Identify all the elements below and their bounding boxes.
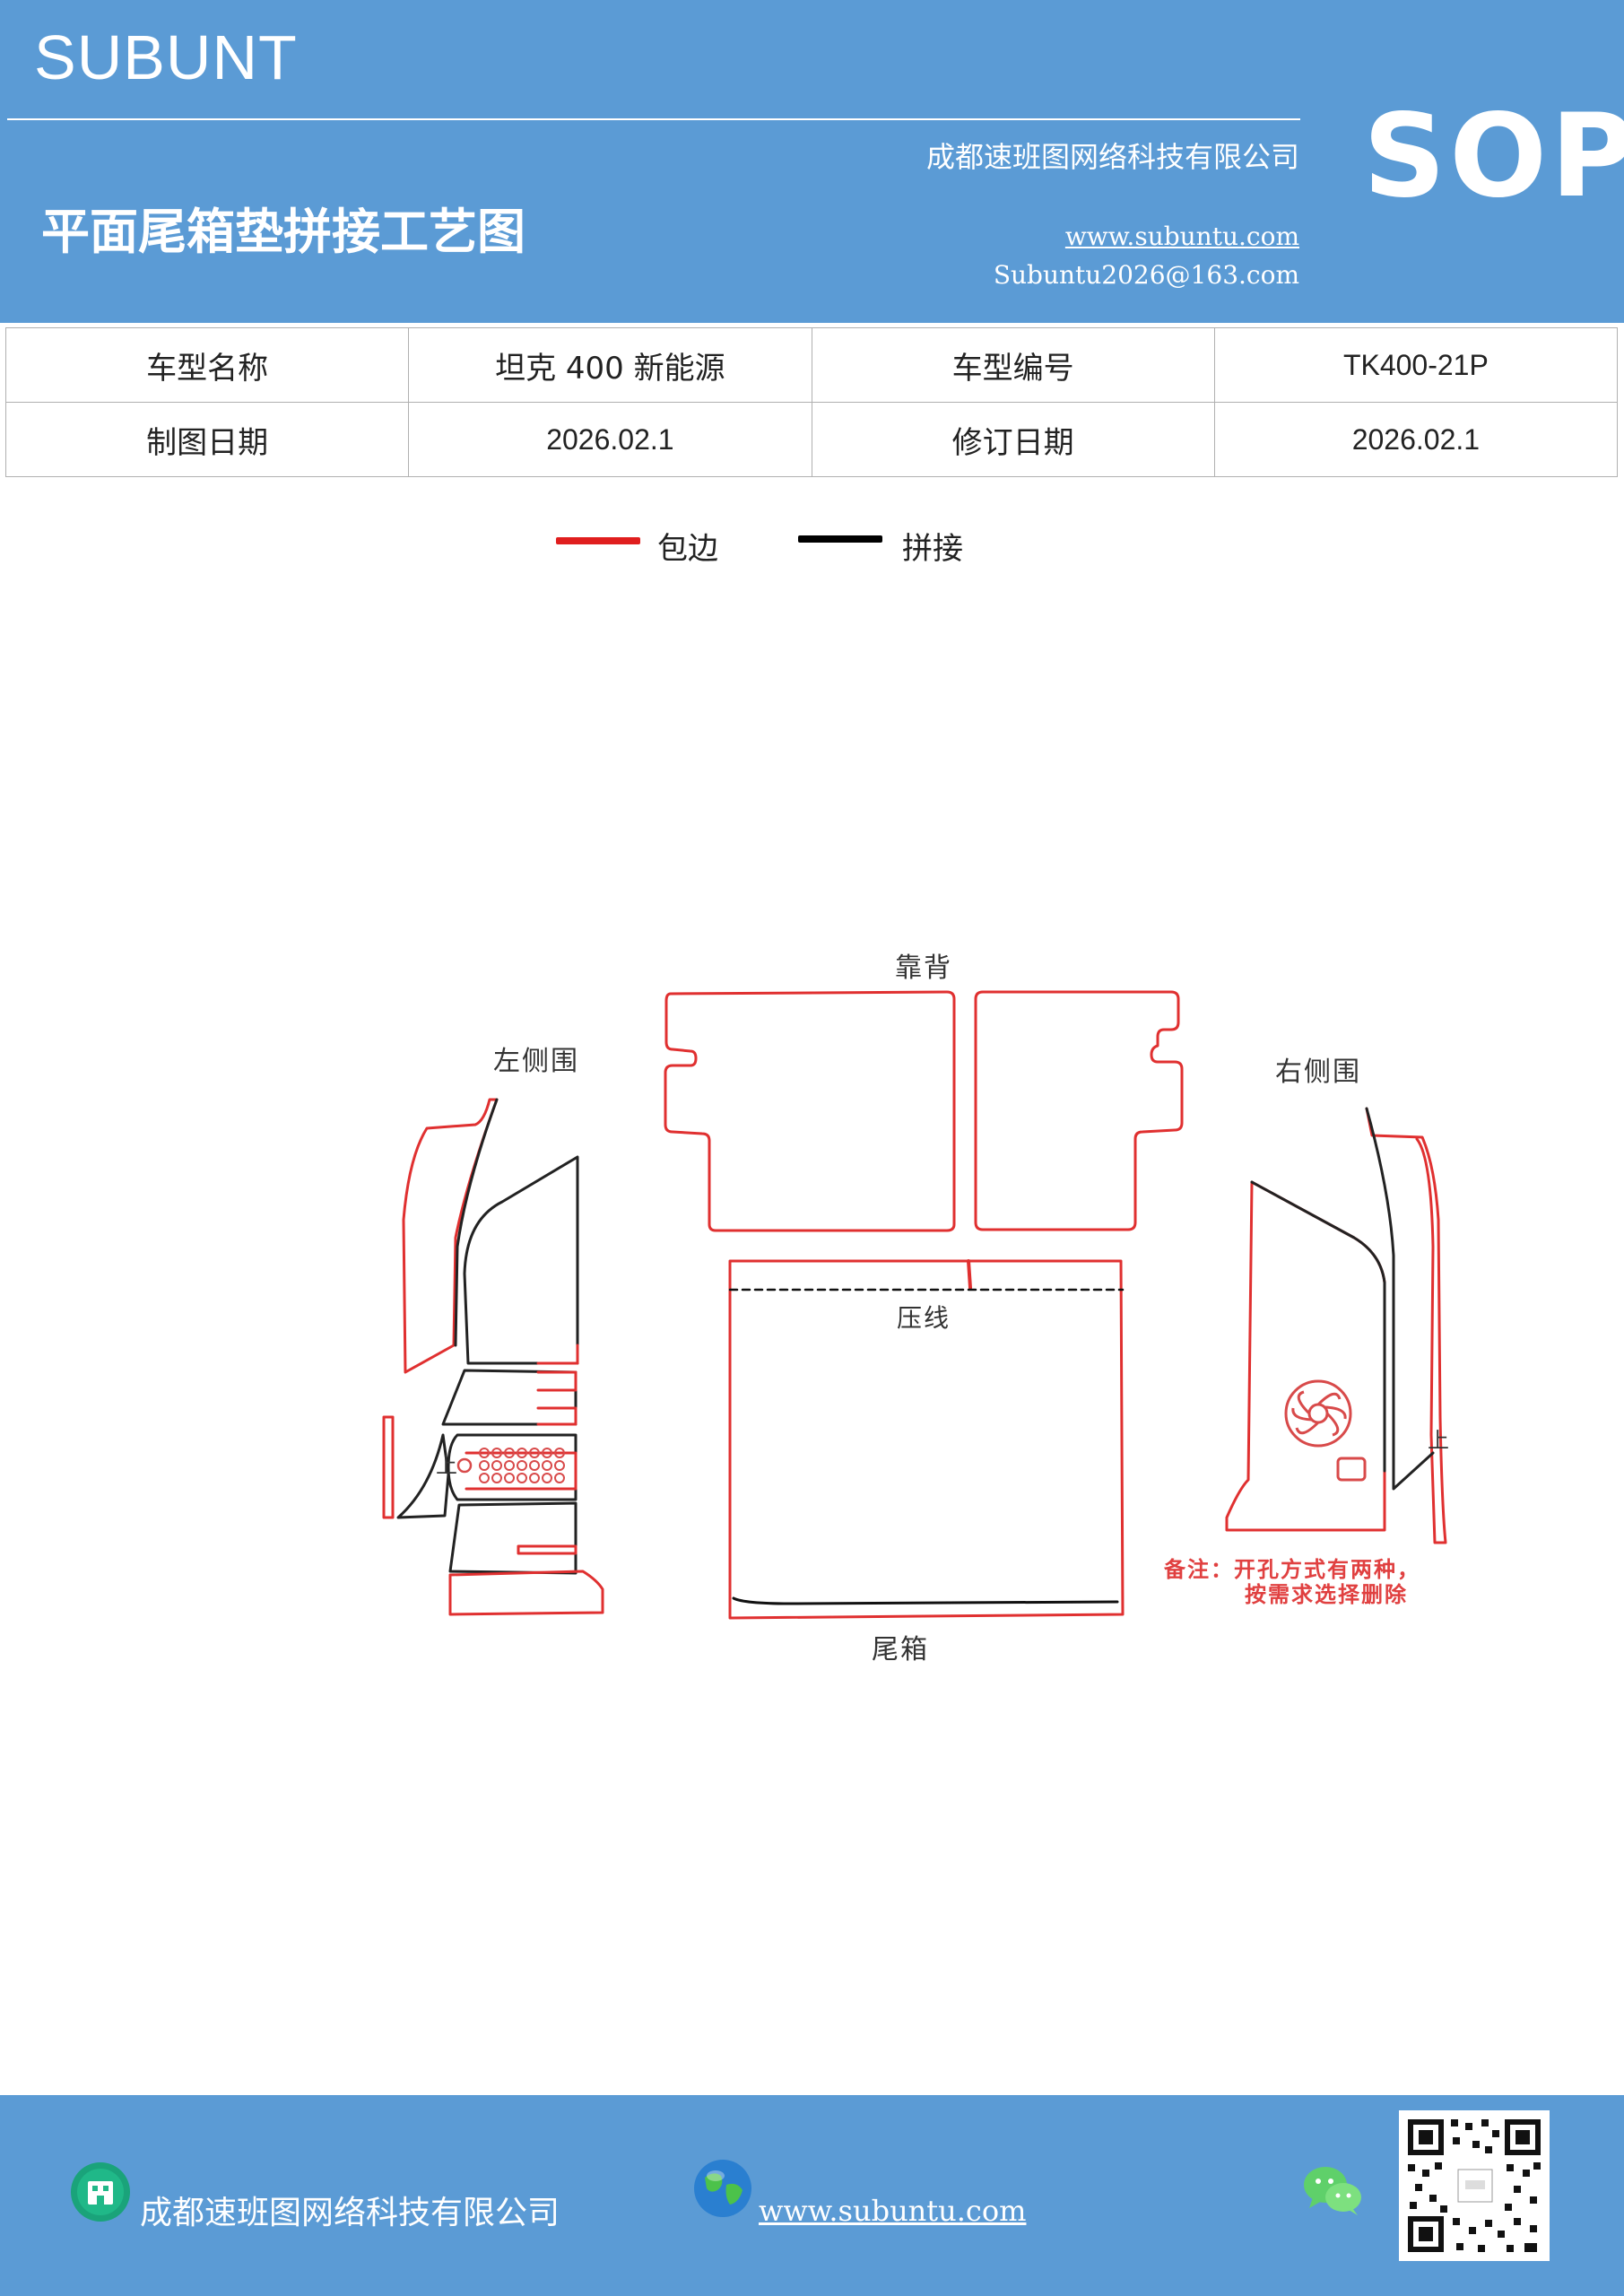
left-side-bottom-piece — [448, 1570, 604, 1616]
left-side-strip — [382, 1415, 395, 1519]
draw-date-value: 2026.02.1 — [408, 402, 812, 477]
trunk-split-seam — [967, 1259, 972, 1290]
trunk-bottom-seam — [732, 1596, 1119, 1605]
legend-wrap-swatch — [556, 537, 640, 544]
left-side-upper-panel — [463, 1155, 579, 1365]
left-side-outer — [402, 1098, 499, 1374]
table-row: 车型名称 坦克 400 新能源 车型编号 TK400-21P — [4, 327, 1619, 403]
vent-hole-indicator — [456, 1457, 473, 1474]
left-side-vent-holes — [456, 1448, 565, 1483]
page-title: 平面尾箱垫拼接工艺图 — [41, 204, 525, 260]
left-side-label: 左侧围 — [493, 1046, 579, 1077]
left-side-hinge — [396, 1433, 450, 1519]
left-side-low-panel — [448, 1501, 578, 1575]
left-up-mark: 上 — [436, 1453, 457, 1478]
header-divider — [7, 118, 1300, 120]
qr-code[interactable] — [1399, 2110, 1550, 2261]
backrest-label: 靠背 — [895, 952, 952, 984]
revise-date-value: 2026.02.1 — [1213, 402, 1619, 477]
vehicle-info-table: 车型名称 坦克 400 新能源 车型编号 TK400-21P 制图日期 2026… — [4, 327, 1619, 477]
footer-website-link[interactable]: www.subuntu.com — [759, 2194, 1027, 2228]
trunk-label: 尾箱 — [872, 1634, 929, 1665]
qr-code-pattern — [1408, 2119, 1541, 2252]
sop-badge: SOP — [1363, 90, 1624, 223]
wechat-icon[interactable] — [1302, 2163, 1365, 2217]
model-name-label: 车型名称 — [4, 327, 410, 403]
right-side-seam — [1365, 1107, 1435, 1491]
right-side-main-seam — [1250, 1180, 1386, 1473]
left-side-mid-panel-red — [536, 1370, 578, 1426]
note-line-2: 按需求选择删除 — [1245, 1582, 1408, 1607]
right-side-square-cutout — [1336, 1457, 1367, 1482]
left-side-vent-panel — [447, 1433, 578, 1501]
brand-name: SUBUNT — [34, 22, 298, 92]
crease-label: 压线 — [897, 1303, 951, 1333]
header-company: 成都速班图网络科技有限公司 — [925, 140, 1299, 174]
revise-date-label: 修订日期 — [811, 402, 1215, 477]
header-banner — [0, 0, 1624, 323]
backrest-right-panel — [974, 990, 1184, 1231]
legend-seam-label: 拼接 — [902, 531, 963, 567]
backrest-left-panel — [664, 990, 956, 1232]
fan-vent-blades — [1291, 1390, 1347, 1437]
model-code-value: TK400-21P — [1213, 327, 1619, 403]
note-line-1: 备注：开孔方式有两种， — [1164, 1557, 1420, 1582]
right-side-label: 右侧围 — [1275, 1057, 1361, 1088]
table-row: 制图日期 2026.02.1 修订日期 2026.02.1 — [4, 402, 1619, 477]
right-side-main-panel — [1225, 1180, 1386, 1532]
model-code-label: 车型编号 — [811, 327, 1215, 403]
header-website-link[interactable]: www.subuntu.com — [1064, 222, 1299, 251]
footer-company: 成都速班图网络科技有限公司 — [140, 2195, 560, 2231]
left-side-mid-panel — [441, 1369, 578, 1426]
model-name-value: 坦克 400 新能源 — [408, 327, 812, 403]
legend-wrap-label: 包边 — [657, 531, 718, 567]
right-side-fan-vent — [1284, 1379, 1352, 1448]
left-side-seam-a — [454, 1098, 499, 1347]
globe-icon — [694, 2160, 751, 2217]
header-email: Subuntu2026@163.com — [993, 260, 1299, 290]
right-up-mark: 上 — [1428, 1428, 1449, 1453]
left-side-vent-panel-red — [465, 1451, 578, 1491]
left-side-low-panel-red — [517, 1544, 578, 1555]
legend-seam-swatch — [798, 535, 882, 543]
draw-date-label: 制图日期 — [4, 402, 410, 477]
building-icon — [71, 2162, 130, 2222]
trunk-panel — [728, 1259, 1125, 1620]
left-side-upper-panel-red — [536, 1344, 579, 1365]
right-side-outer — [1365, 1107, 1447, 1544]
